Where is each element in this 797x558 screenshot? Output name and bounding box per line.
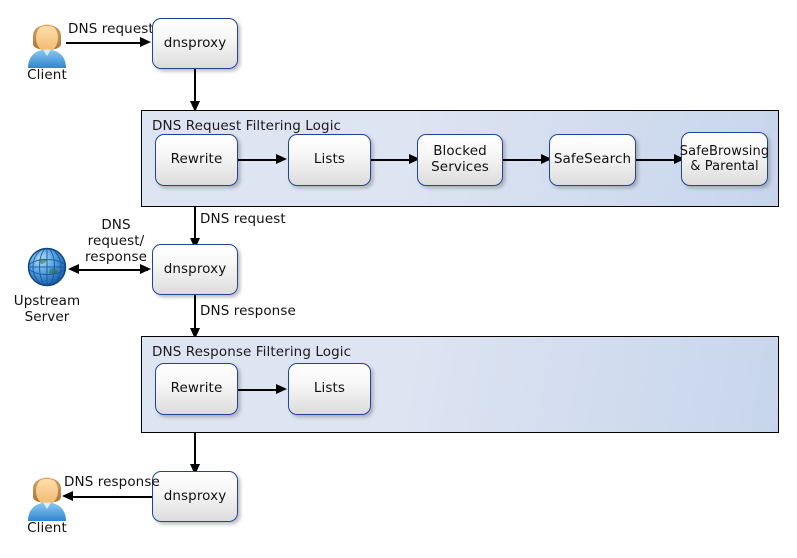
edge-blocked-services-to-safesearch bbox=[503, 159, 543, 161]
edge-rewrite-to-lists-request bbox=[238, 159, 278, 161]
edge-label-upstream-exchange: DNS request/ response bbox=[84, 217, 148, 265]
arrowhead-proxy-to-response-group bbox=[189, 328, 200, 339]
arrowhead-client-to-proxy bbox=[140, 36, 151, 47]
group-title-dns-response-filtering: DNS Response Filtering Logic bbox=[152, 344, 352, 360]
stage-response-lists[interactable]: Lists bbox=[288, 363, 371, 415]
arrowhead-safesearch-to-safebrowsing bbox=[674, 153, 685, 164]
stage-request-rewrite[interactable]: Rewrite bbox=[155, 134, 238, 186]
stage-request-blocked-services[interactable]: Blocked Services bbox=[417, 134, 503, 186]
globe-icon bbox=[24, 244, 70, 290]
edge-lists-to-blocked-services bbox=[371, 159, 411, 161]
arrowhead-proxy-to-request-group bbox=[189, 101, 200, 112]
node-dnsproxy-middle[interactable]: dnsproxy bbox=[152, 244, 238, 295]
arrowhead-rewrite-to-lists-request bbox=[276, 153, 287, 164]
edge-rewrite-to-lists-response bbox=[238, 389, 278, 391]
edge-client-to-proxy bbox=[66, 42, 142, 44]
edge-proxy-to-request-group bbox=[194, 69, 196, 103]
edge-safesearch-to-safebrowsing bbox=[636, 159, 676, 161]
node-dnsproxy-top[interactable]: dnsproxy bbox=[152, 18, 238, 69]
actor-label-upstream-server: Upstream Server bbox=[13, 293, 81, 325]
edge-proxy-to-response-group bbox=[194, 295, 196, 331]
node-dnsproxy-bottom[interactable]: dnsproxy bbox=[152, 471, 238, 522]
edge-upstream-exchange bbox=[78, 269, 148, 271]
arrowhead-to-upstream bbox=[68, 263, 79, 274]
edge-label-proxy-to-client: DNS response bbox=[64, 474, 160, 490]
actor-label-client-bottom: Client bbox=[27, 520, 67, 536]
stage-response-rewrite[interactable]: Rewrite bbox=[155, 363, 238, 415]
arrowhead-request-group-to-proxy bbox=[189, 238, 200, 249]
stage-request-safebrowsing-parental[interactable]: SafeBrowsing & Parental bbox=[680, 132, 769, 186]
arrowhead-blocked-services-to-safesearch bbox=[541, 153, 552, 164]
arrowhead-proxy-to-client bbox=[62, 490, 73, 501]
edge-label-proxy-to-response-group: DNS response bbox=[200, 303, 296, 319]
arrowhead-to-proxy-middle bbox=[140, 263, 151, 274]
edge-request-group-to-proxy bbox=[194, 207, 196, 241]
arrowhead-response-group-to-proxy bbox=[189, 464, 200, 475]
edge-label-client-to-proxy: DNS request bbox=[68, 21, 154, 37]
arrowhead-lists-to-blocked-services bbox=[409, 153, 420, 164]
edge-proxy-to-client bbox=[72, 496, 152, 498]
stage-request-safesearch[interactable]: SafeSearch bbox=[549, 134, 636, 186]
stage-request-lists[interactable]: Lists bbox=[288, 134, 371, 186]
arrowhead-rewrite-to-lists-response bbox=[276, 383, 287, 394]
edge-response-group-to-proxy bbox=[194, 433, 196, 467]
person-icon bbox=[23, 14, 71, 68]
actor-label-client-top: Client bbox=[27, 67, 67, 83]
edge-label-proxy-to-request-group: DNS request bbox=[200, 211, 286, 227]
group-dns-response-filtering: DNS Response Filtering Logic bbox=[141, 336, 779, 433]
group-title-dns-request-filtering: DNS Request Filtering Logic bbox=[152, 118, 342, 134]
person-icon bbox=[23, 467, 71, 521]
